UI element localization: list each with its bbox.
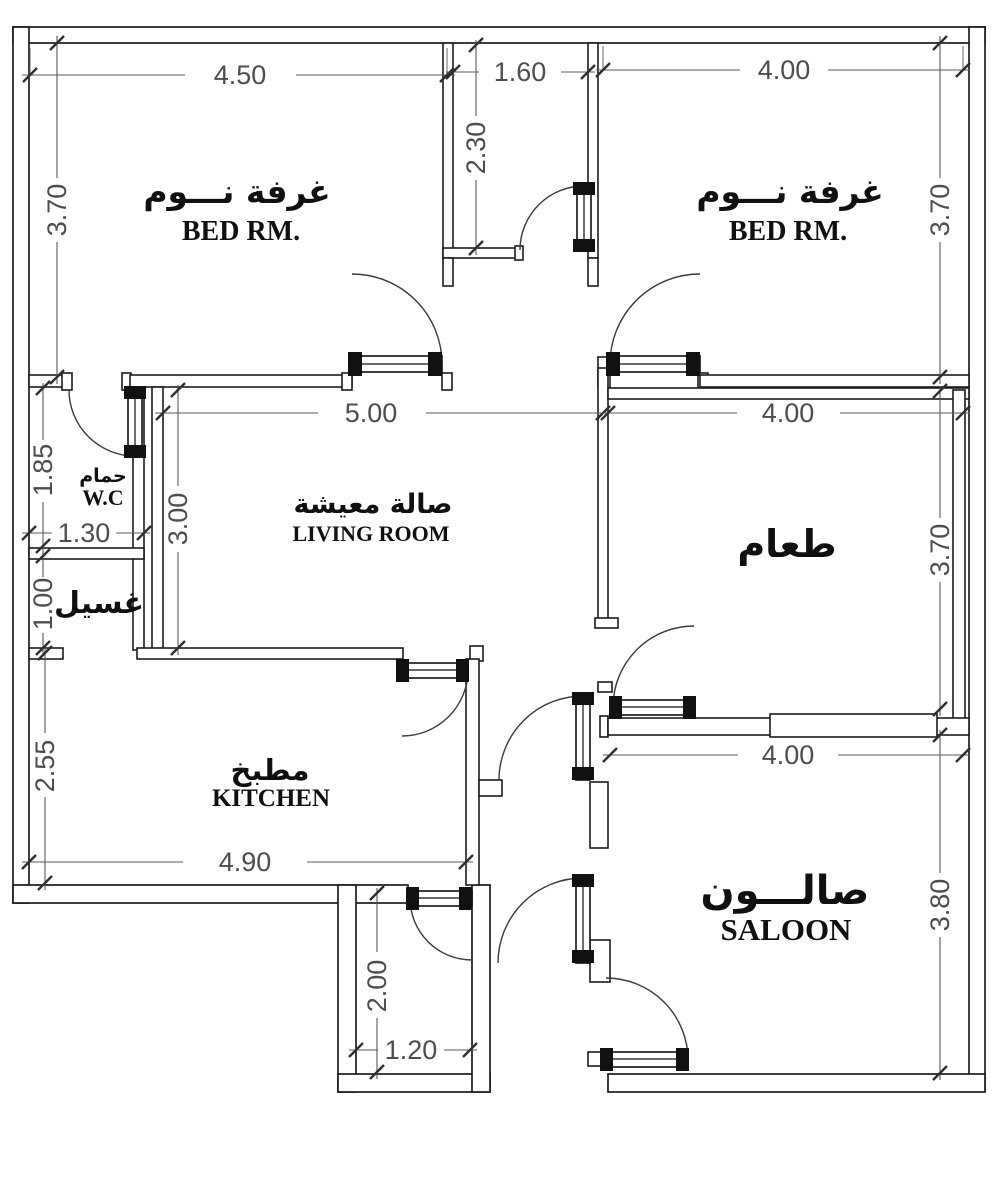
wall-segment: [12, 26, 30, 904]
dim-living-width: 5.00: [345, 398, 398, 428]
wall-segment: [968, 26, 986, 1092]
wall-segment: [597, 367, 609, 621]
dining-label-ar: طعام: [737, 522, 836, 567]
door-leaf: [572, 874, 594, 964]
door-swing-arc: [497, 877, 584, 964]
door-swing-arc: [519, 185, 585, 251]
wall-segment: [599, 715, 609, 738]
wall-segment: [514, 245, 524, 261]
door-leaf: [396, 659, 469, 682]
wc-label-en: W.C: [82, 485, 123, 510]
wall-segment: [589, 781, 609, 849]
door-leaf: [606, 352, 701, 376]
door-leaf: [124, 386, 146, 458]
wall-segment: [471, 884, 491, 1093]
wall-segment: [151, 386, 164, 651]
dim-bed1-width: 4.50: [214, 60, 267, 90]
bedroom2-label-en: BED RM.: [729, 216, 847, 247]
wall-segment: [442, 247, 518, 259]
living-label-ar: صالة معيشة: [294, 489, 453, 520]
bedroom1-label-ar: غرفة نـــوم: [143, 172, 330, 212]
kitchen-label-ar: مطبخ: [231, 753, 310, 787]
wall-segment: [129, 374, 353, 388]
saloon-label-en: SALOON: [721, 912, 852, 947]
wall-segment: [28, 547, 145, 560]
bedroom2-label-ar: غرفة نـــوم: [696, 172, 883, 212]
door-leaf: [600, 1048, 689, 1071]
wall-segment: [478, 779, 503, 797]
door-leaf: [573, 182, 595, 252]
wall-segment: [607, 387, 970, 400]
wall-segment: [441, 372, 453, 391]
door-swing-arc: [401, 669, 469, 737]
dim-saloon-width: 4.00: [762, 740, 815, 770]
dim-living-height: 3.00: [163, 493, 193, 546]
wall-segment: [769, 713, 938, 738]
dim-kitchen-width: 4.90: [219, 847, 272, 877]
dim-dining-height: 3.70: [925, 524, 955, 577]
dim-bed2-height: 3.70: [925, 184, 955, 237]
dim-bed2-width: 4.00: [758, 55, 811, 85]
wall-segment: [465, 658, 480, 886]
room-labels: غرفة نـــوم BED RM. غرفة نـــوم BED RM. …: [54, 172, 884, 947]
dim-entry-width: 1.20: [385, 1035, 438, 1065]
wall-segment: [699, 374, 970, 388]
door-swing-arc: [68, 389, 136, 457]
door-leaf: [348, 352, 443, 376]
wall-segment: [341, 372, 353, 391]
dim-wc-height: 1.85: [28, 444, 58, 497]
living-label-en: LIVING ROOM: [292, 521, 449, 546]
wc-label-ar: حمام: [79, 465, 127, 487]
wall-segment: [136, 647, 404, 660]
dim-shaft-height: 2.30: [461, 122, 491, 175]
dim-wc-width: 1.30: [58, 518, 111, 548]
dim-dining-width: 4.00: [762, 398, 815, 428]
doors: [68, 182, 701, 1071]
wall-segment: [587, 257, 599, 287]
door-swing-arc: [351, 273, 443, 365]
door-leaf: [572, 692, 594, 781]
wall-segment: [12, 26, 986, 44]
door-swing-arc: [605, 977, 689, 1061]
dim-shaft-width: 1.60: [494, 57, 547, 87]
wall-segment: [442, 257, 454, 287]
wall-segment: [61, 372, 73, 391]
dimensions: 4.50 1.60 4.00 3.70 2.30 3.70 5.00 4.00 …: [21, 35, 971, 1081]
wall-segment: [594, 617, 619, 629]
dim-kitchen-height: 2.55: [30, 740, 60, 793]
wall-segment: [337, 884, 357, 1093]
door-swing-arc: [498, 695, 584, 781]
inner-walls: [28, 42, 970, 1067]
dim-bed1-height: 3.70: [42, 184, 72, 237]
dim-saloon-height: 3.80: [925, 879, 955, 932]
wall-segment: [337, 1073, 491, 1093]
kitchen-label-en: KITCHEN: [212, 785, 330, 812]
laundry-label-ar: غسيل: [54, 586, 144, 621]
door-swing-arc: [612, 625, 695, 708]
dim-laundry-height: 1.00: [28, 578, 58, 631]
dim-entry-height: 2.00: [362, 960, 392, 1013]
door-leaf: [609, 696, 696, 719]
saloon-label-ar: صالـــون: [701, 868, 870, 914]
wall-segment: [607, 1073, 986, 1093]
bedroom1-label-en: BED RM.: [182, 216, 300, 247]
door-swing-arc: [609, 273, 701, 365]
door-leaf: [406, 887, 473, 910]
wall-segment: [597, 681, 613, 693]
